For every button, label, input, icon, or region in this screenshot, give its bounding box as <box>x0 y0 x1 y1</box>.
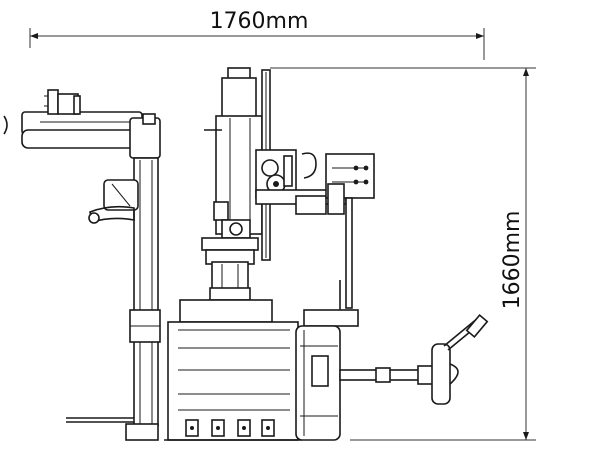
bead-breaker-drum <box>295 325 341 441</box>
base-cabinet <box>164 299 302 441</box>
bead-breaker-arm <box>339 313 489 405</box>
turntable-spindle <box>201 237 259 301</box>
height-label: 1660mm <box>500 211 525 310</box>
left-assist-arm <box>3 89 161 441</box>
width-label: 1760mm <box>210 9 309 34</box>
height-dimension: 1660mm <box>270 67 536 441</box>
central-tower <box>204 67 347 261</box>
width-dimension: 1760mm <box>29 9 485 60</box>
right-panel <box>303 153 375 327</box>
